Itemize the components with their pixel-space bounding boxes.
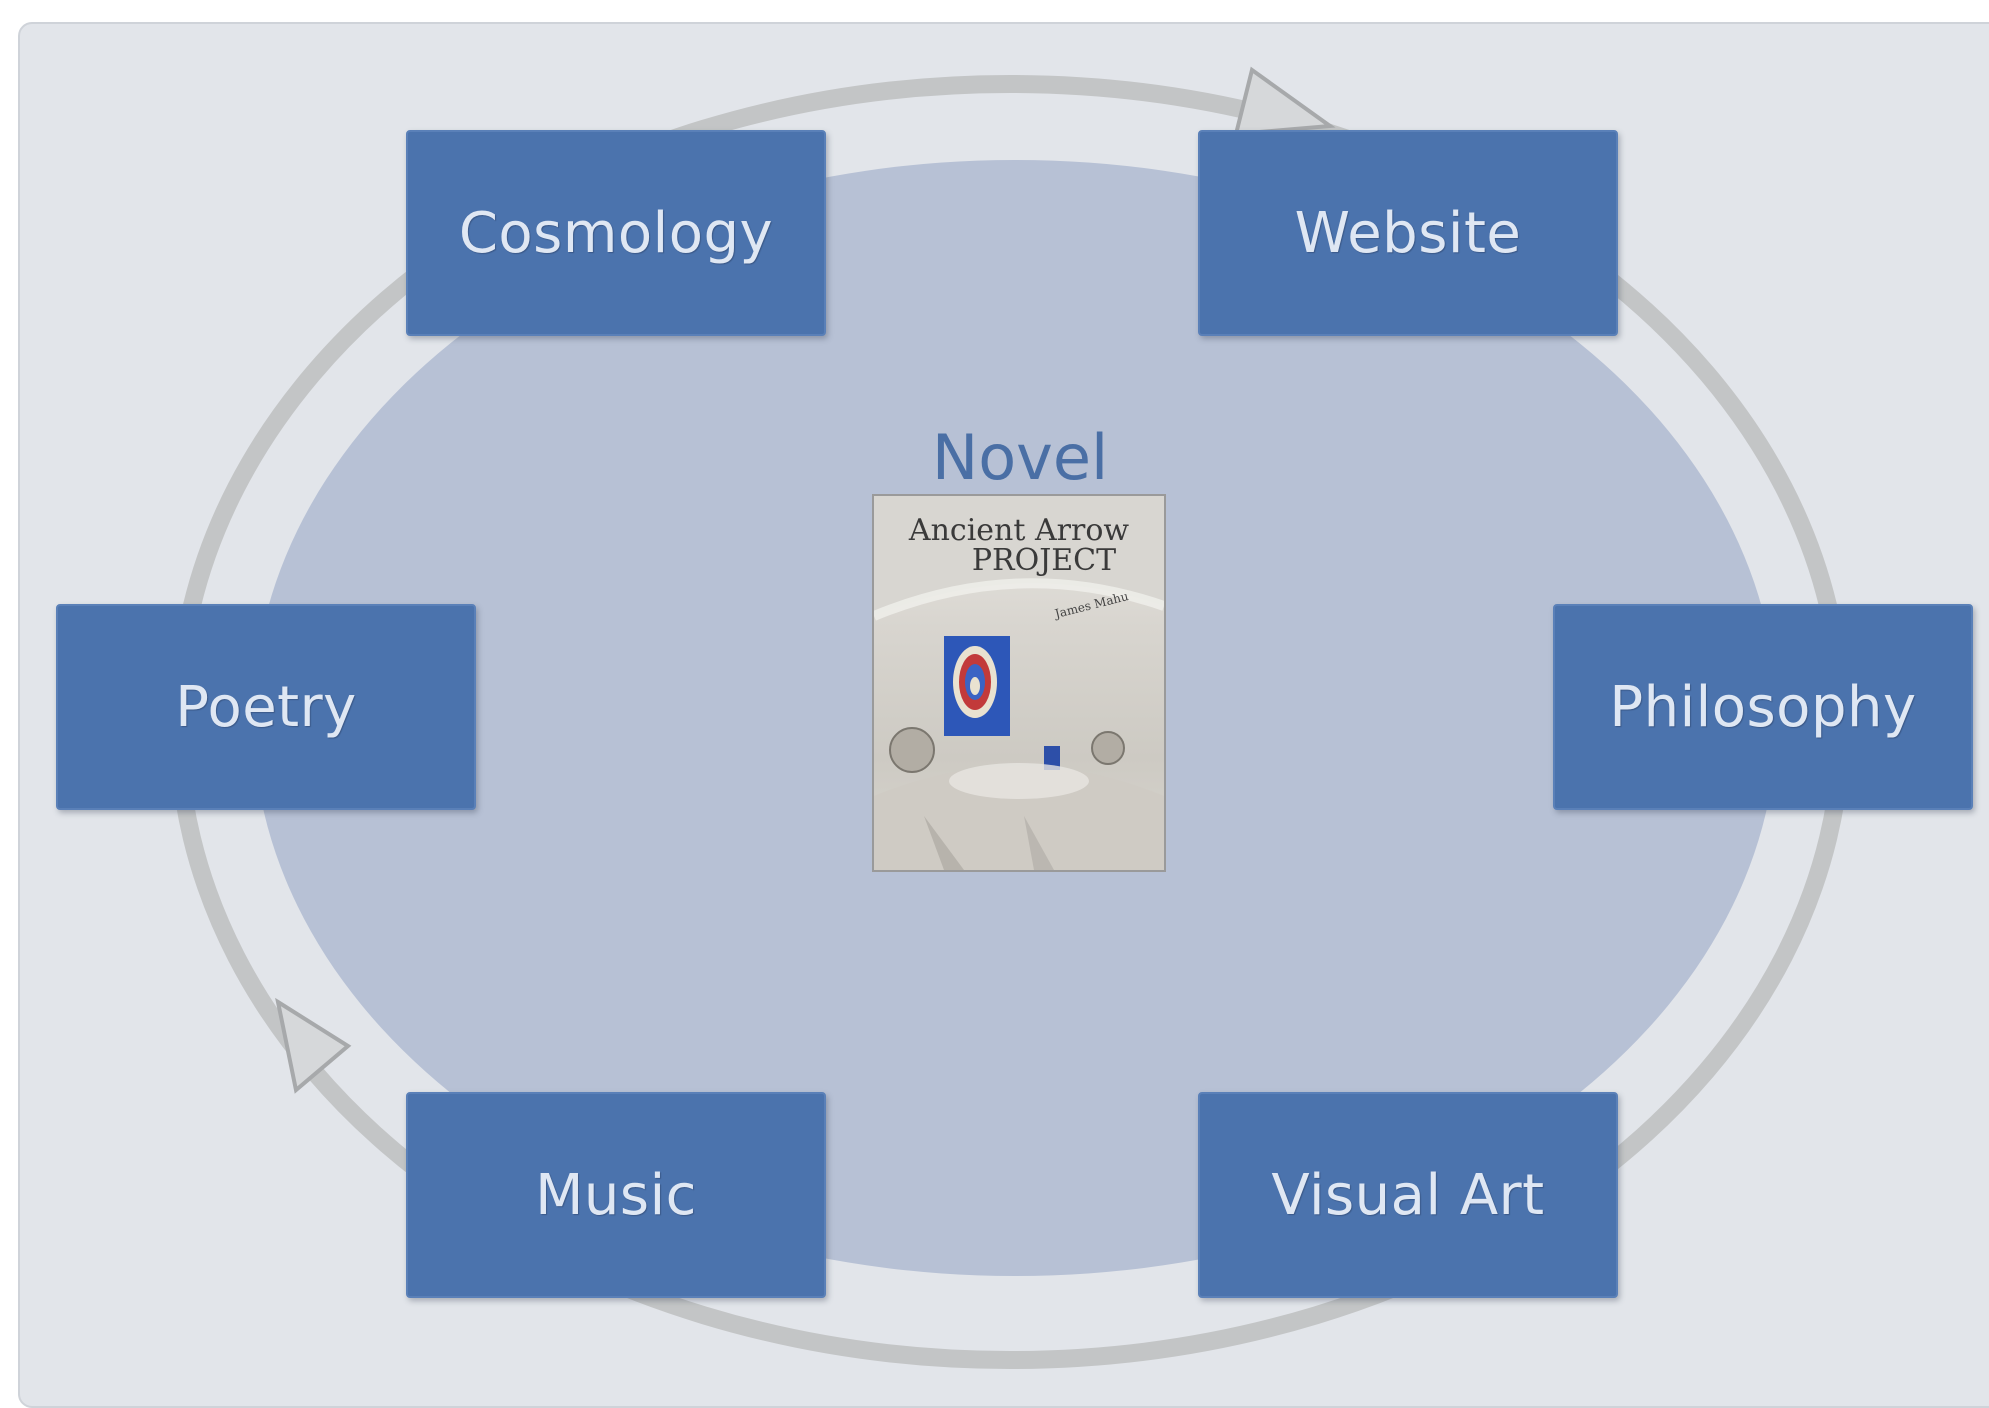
node-cosmology-label: Cosmology [458,200,774,266]
node-visual-art-label: Visual Art [1271,1162,1545,1228]
node-poetry-label: Poetry [175,674,357,740]
node-music: Music [406,1092,826,1298]
node-philosophy: Philosophy [1553,604,1973,810]
node-cosmology: Cosmology [406,130,826,336]
node-poetry: Poetry [56,604,476,810]
node-website-label: Website [1294,200,1522,266]
node-website: Website [1198,130,1618,336]
cycle-arrowhead-left [275,997,352,1094]
node-visual-art: Visual Art [1198,1092,1618,1298]
center-title: Novel [931,421,1109,494]
node-philosophy-label: Philosophy [1609,674,1917,740]
cover-title-line1: Ancient Arrow [908,513,1130,548]
novel-cover-image: Ancient Arrow PROJECT James Mahu [872,494,1166,872]
cycle-arrowhead-top [1233,66,1336,137]
node-music-label: Music [535,1162,697,1228]
cover-title-line2: PROJECT [971,543,1117,578]
